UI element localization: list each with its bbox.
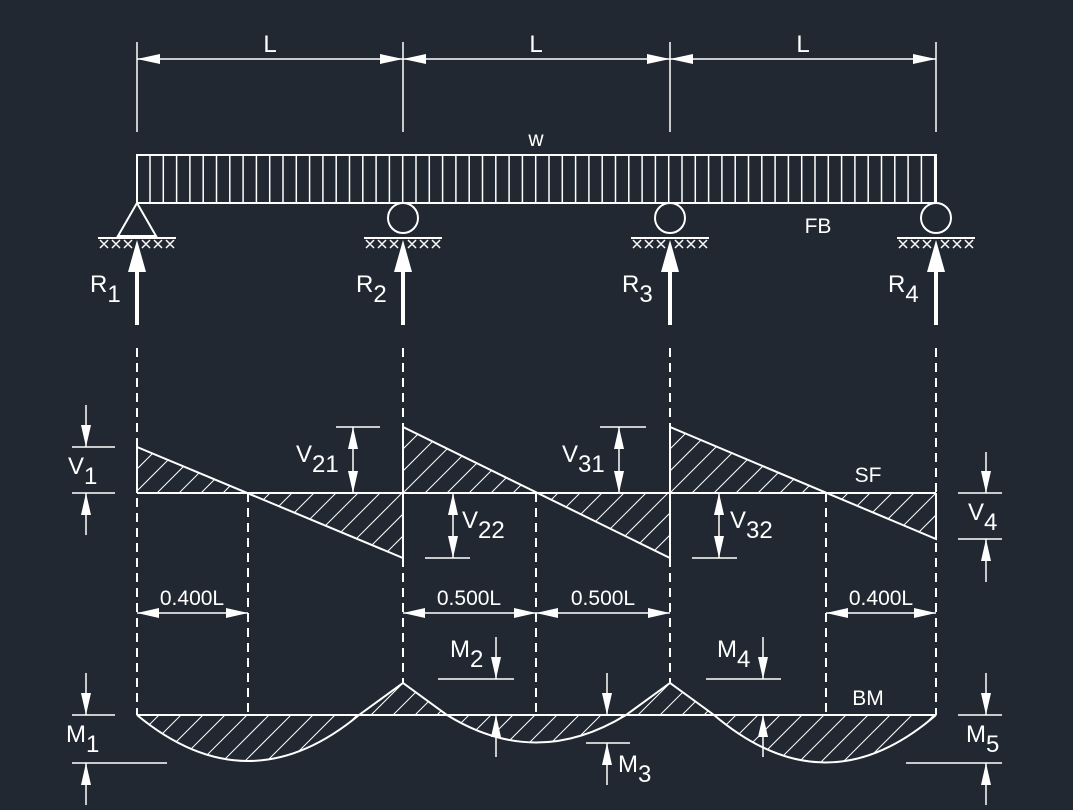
roller-support-icon [920, 202, 952, 234]
reaction-r3: R3 [622, 271, 653, 308]
bending-moment-diagram: BM M1 M2 M3 M4 [66, 636, 1002, 805]
shear-v22: V22 [462, 507, 505, 544]
dim-0400l-left: 0.400L [160, 587, 224, 610]
dim-0400l-right: 0.400L [849, 587, 913, 610]
load-label: w [527, 128, 544, 151]
moment-m3: M3 [618, 751, 651, 788]
pin-support-icon [116, 200, 158, 237]
shear-force-diagram: SF V1 V21 V22 V31 V32 [68, 405, 1002, 582]
bm-label: BM [852, 687, 884, 710]
moment-m2: M2 [450, 636, 483, 673]
reaction-r1: R1 [90, 271, 121, 308]
moment-m5: M5 [966, 721, 999, 758]
shear-v1: V1 [68, 453, 97, 490]
supports: FB [98, 200, 975, 249]
span-label-2: L [529, 31, 542, 58]
shear-v4: V4 [968, 499, 997, 536]
roller-support-icon [654, 202, 686, 234]
dim-0500l-right: 0.500L [571, 587, 635, 610]
sf-label: SF [855, 464, 882, 487]
projection-lines [136, 348, 937, 715]
reaction-r2: R2 [356, 271, 387, 308]
reaction-r4: R4 [888, 271, 919, 308]
distributed-load: w [136, 128, 937, 204]
span-label-1: L [263, 31, 276, 58]
dim-0500l-left: 0.500L [437, 587, 501, 610]
reactions: R1 R2 R3 R4 [90, 240, 945, 325]
moment-m4: M4 [717, 636, 750, 673]
span-label-3: L [796, 31, 809, 58]
distance-dimensions: 0.400L 0.500L 0.500L 0.400L [137, 587, 936, 618]
span-dimensions: L L L [136, 31, 937, 132]
moment-m1: M1 [66, 721, 99, 758]
shear-v31: V31 [562, 441, 605, 478]
roller-support-icon [387, 202, 419, 234]
shear-v32: V32 [730, 507, 773, 544]
shear-v21: V21 [296, 441, 339, 478]
fb-label: FB [805, 215, 832, 238]
